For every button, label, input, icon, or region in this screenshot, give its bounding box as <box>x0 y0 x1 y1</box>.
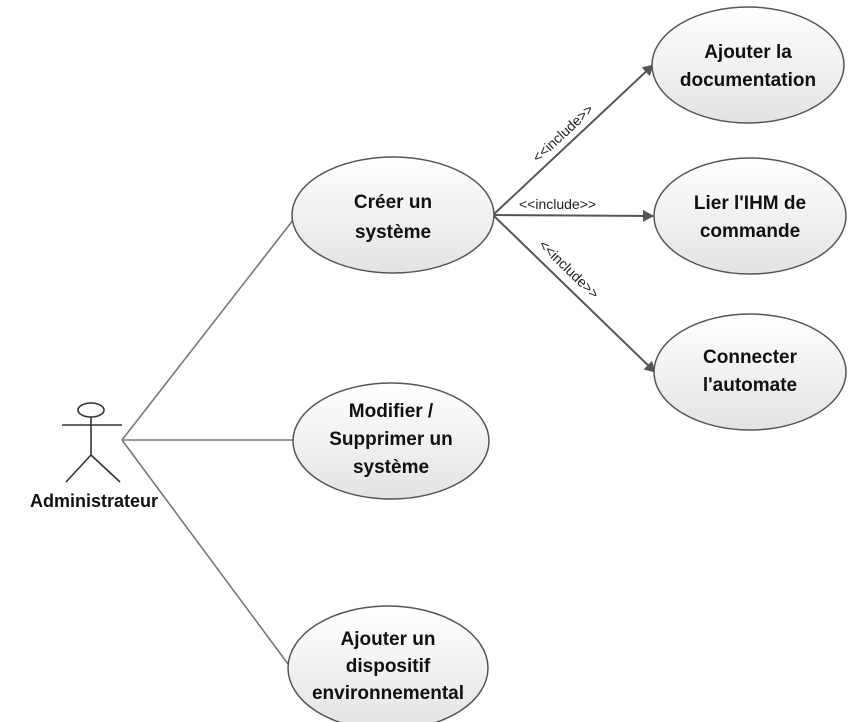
use-case-label-line: environnemental <box>312 683 464 704</box>
use-case-creer-un-systeme[interactable]: Créer un système <box>291 156 495 274</box>
use-case-label-line: Créer un <box>354 192 432 213</box>
include-arrow-lier-ihm <box>492 209 654 222</box>
include-label-connecter: <<include>> <box>536 237 603 302</box>
use-case-label-line: Connecter <box>703 347 798 368</box>
use-case-ajouter-dispositif[interactable]: Ajouter un dispositif environnemental <box>287 605 489 722</box>
use-case-label-line: Ajouter la <box>704 42 792 63</box>
include-arrow-ajouter-doc <box>492 64 654 216</box>
use-case-connecter-automate[interactable]: Connecter l'automate <box>653 313 847 431</box>
use-case-label-line: système <box>353 457 429 478</box>
use-case-label-line: Ajouter un <box>341 629 436 650</box>
include-label-ajouter-doc: <<include>> <box>529 101 596 165</box>
use-case-label-line: commande <box>700 221 800 242</box>
use-case-label-line: dispositif <box>346 656 431 677</box>
use-case-label-line: documentation <box>680 70 816 91</box>
use-case-label-line: système <box>355 222 431 243</box>
use-case-label-line: Modifier / <box>349 401 434 422</box>
association-creer <box>121 214 298 441</box>
stick-figure-icon <box>62 402 122 483</box>
use-case-modifier-supprimer[interactable]: Modifier / Supprimer un système <box>292 382 490 500</box>
use-case-lier-ihm[interactable]: Lier l'IHM de commande <box>653 157 847 275</box>
actor-administrateur[interactable]: Administrateur <box>30 402 158 511</box>
use-case-label-line: Lier l'IHM de <box>694 193 806 214</box>
include-label-lier-ihm: <<include>> <box>519 196 596 212</box>
include-arrow-connecter <box>492 214 656 373</box>
use-case-ajouter-documentation[interactable]: Ajouter la documentation <box>651 6 845 124</box>
association-ajouter-dispositif <box>121 439 292 669</box>
use-case-label-line: l'automate <box>703 375 797 396</box>
use-case-label-line: Supprimer un <box>329 429 453 450</box>
actor-name: Administrateur <box>30 491 158 511</box>
